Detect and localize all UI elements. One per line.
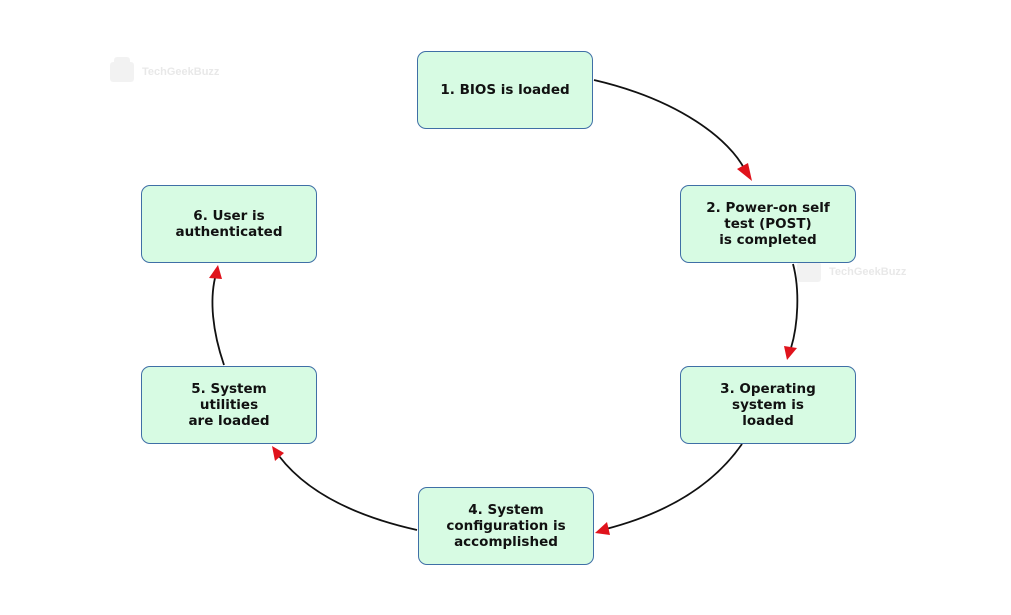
watermark-text: TechGeekBuzz [142, 66, 220, 78]
arrowhead-config-to-utilities [272, 446, 284, 461]
edge-utilities-to-auth [211, 277, 225, 366]
node-label: 2. Power-on self test (POST) is complete… [706, 200, 830, 248]
edge-config-to-utilities [278, 455, 418, 531]
node-label: 5. System utilities are loaded [188, 381, 270, 429]
node-utilities-loaded: 5. System utilities are loaded [141, 366, 317, 444]
node-bios-loaded: 1. BIOS is loaded [417, 51, 593, 129]
arrowhead-bios-to-post [737, 163, 752, 181]
node-os-loaded: 3. Operating system is loaded [680, 366, 856, 444]
node-system-configuration: 4. System configuration is accomplished [418, 487, 594, 565]
edge-os-to-config [605, 443, 743, 530]
watermark: TechGeekBuzz [110, 57, 220, 82]
edge-post-to-os [790, 263, 799, 349]
node-label: 4. System configuration is accomplished [446, 502, 566, 550]
node-label: 6. User is authenticated [175, 208, 283, 240]
node-user-authenticated: 6. User is authenticated [141, 185, 317, 263]
edge-bios-to-post [593, 79, 746, 171]
arrowhead-post-to-os [784, 346, 797, 360]
arrowhead-utilities-to-auth [209, 265, 222, 279]
node-label: 1. BIOS is loaded [440, 82, 570, 98]
watermark-logo-icon [110, 57, 134, 82]
watermark-text: TechGeekBuzz [829, 266, 907, 278]
arrowhead-os-to-config [595, 522, 610, 535]
node-label: 3. Operating system is loaded [720, 381, 816, 429]
node-post-completed: 2. Power-on self test (POST) is complete… [680, 185, 856, 263]
